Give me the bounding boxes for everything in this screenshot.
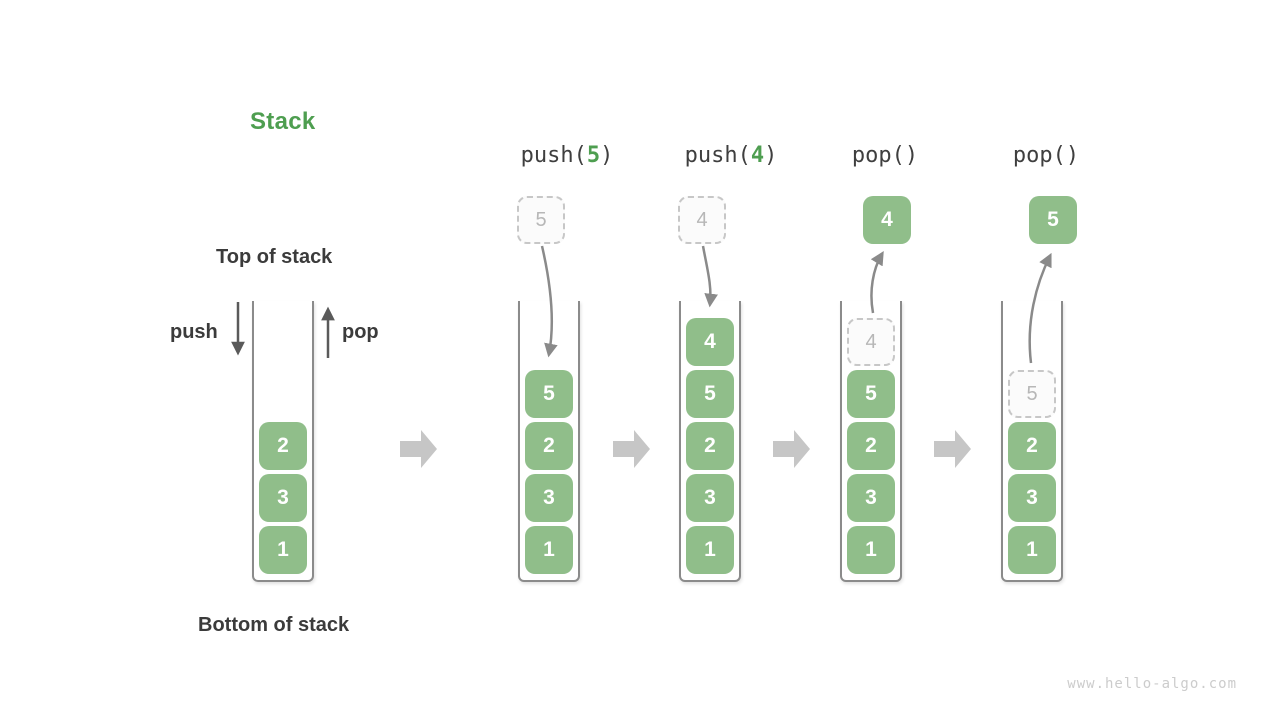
stack-block: 4 (686, 318, 734, 366)
stack-block: 5 (847, 370, 895, 418)
stack-block: 1 (1008, 526, 1056, 574)
floating-dashed-block: 4 (678, 196, 726, 244)
stack-block: 3 (847, 474, 895, 522)
op-label-text: ) (600, 143, 614, 168)
stack-block: 2 (1008, 422, 1056, 470)
op-label-text: ) (1065, 143, 1080, 168)
stack-block: 3 (525, 474, 573, 522)
stack-block: 2 (847, 422, 895, 470)
stack-block: 3 (686, 474, 734, 522)
stack-block: 1 (525, 526, 573, 574)
op-label-pop-2: pop() (1013, 143, 1079, 168)
op-label-pop-1: pop() (852, 143, 918, 168)
op-label-text: push( (520, 143, 587, 168)
push-label: push (170, 321, 218, 343)
flow-arrow-icon (400, 430, 437, 468)
diagram-title: Stack (250, 108, 316, 135)
stack-block: 5 (686, 370, 734, 418)
op-label-text: pop( (1012, 143, 1066, 168)
flow-arrow-icon (613, 430, 650, 468)
bottom-of-stack-label: Bottom of stack (198, 614, 350, 636)
stack-block: 3 (1008, 474, 1056, 522)
stack-block: 2 (525, 422, 573, 470)
op-arg: 5 (586, 143, 601, 168)
flow-arrow-icon (934, 430, 971, 468)
push-4-arrow (701, 245, 718, 308)
op-label-text: push( (684, 143, 751, 168)
stack-block-dashed: 5 (1008, 370, 1056, 418)
floating-dashed-block: 5 (517, 196, 565, 244)
op-label-text: pop( (851, 143, 905, 168)
stack-block: 1 (259, 526, 307, 574)
stack-block: 3 (259, 474, 307, 522)
op-label-text: ) (764, 143, 778, 168)
popped-block: 4 (863, 196, 911, 244)
pop-label: pop (342, 321, 379, 343)
top-of-stack-label: Top of stack (216, 246, 333, 268)
stack-block: 2 (686, 422, 734, 470)
stack-block-dashed: 4 (847, 318, 895, 366)
op-label-push-4: push(4) (685, 143, 778, 168)
flow-arrow-icon (773, 430, 810, 468)
stack-block: 1 (847, 526, 895, 574)
stack-block: 2 (259, 422, 307, 470)
watermark: www.hello-algo.com (1067, 676, 1237, 692)
stack-block: 1 (686, 526, 734, 574)
popped-block: 5 (1029, 196, 1077, 244)
op-arg: 4 (750, 143, 765, 168)
op-label-text: ) (904, 143, 919, 168)
op-label-push-5: push(5) (521, 143, 614, 168)
stack-block: 5 (525, 370, 573, 418)
